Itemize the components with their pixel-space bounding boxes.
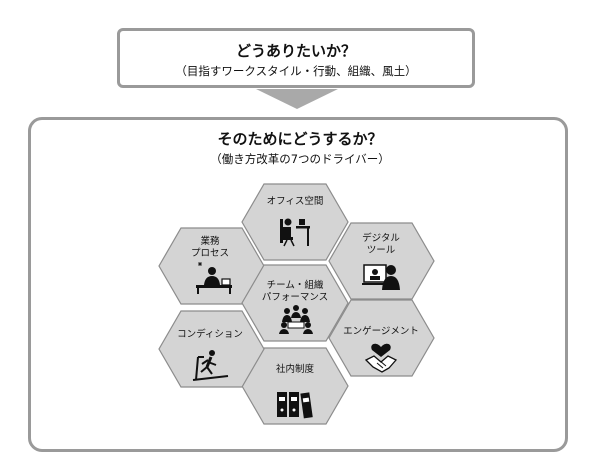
hex-team <box>241 264 349 342</box>
driver-label-line: 業務 <box>200 236 220 247</box>
hex-digital <box>328 222 435 300</box>
team-meeting-icon <box>279 305 313 334</box>
hex-office <box>241 183 349 261</box>
binders-icon <box>277 392 313 419</box>
driver-label-office: オフィス空間 <box>253 196 337 208</box>
goal-box: どうありたいか？ （目指すワークスタイル・行動、組織、風土） <box>117 28 475 88</box>
hex-engagement <box>328 299 435 377</box>
driver-label-line: ツール <box>366 245 396 256</box>
drivers-subtitle: （働き方改革の7つのドライバー） <box>210 152 390 166</box>
drivers-title: そのためにどうするか？ <box>217 130 383 148</box>
driver-label-engagement: エンゲージメント <box>339 326 423 338</box>
office-desk-icon <box>280 218 310 247</box>
video-call-icon <box>362 264 400 290</box>
desk-worker-icon <box>196 262 232 294</box>
driver-label-condition: コンディション <box>168 329 252 341</box>
driver-label-line: コンディション <box>177 329 243 340</box>
driver-label-line: プロセス <box>190 248 229 259</box>
driver-label-line: オフィス空間 <box>266 196 324 207</box>
goal-subtitle: （目指すワークスタイル・行動、組織、風土） <box>175 64 417 78</box>
hex-condition <box>158 310 265 388</box>
driver-label-team: チーム・組織パフォーマンス <box>253 280 337 304</box>
goal-title: どうありたいか？ <box>235 42 356 60</box>
down-arrow-icon <box>256 89 338 109</box>
driver-label-line: 社内制度 <box>275 364 314 375</box>
driver-label-line: チーム・組織 <box>266 280 324 291</box>
treadmill-icon <box>192 350 229 381</box>
driver-label-process: 業務プロセス <box>168 236 252 260</box>
driver-label-line: パフォーマンス <box>261 292 329 303</box>
driver-label-line: エンゲージメント <box>343 326 419 337</box>
driver-label-system: 社内制度 <box>253 364 337 376</box>
driver-label-digital: デジタルツール <box>339 233 423 257</box>
driver-label-line: デジタル <box>362 233 400 244</box>
handshake-heart-icon <box>364 343 398 373</box>
